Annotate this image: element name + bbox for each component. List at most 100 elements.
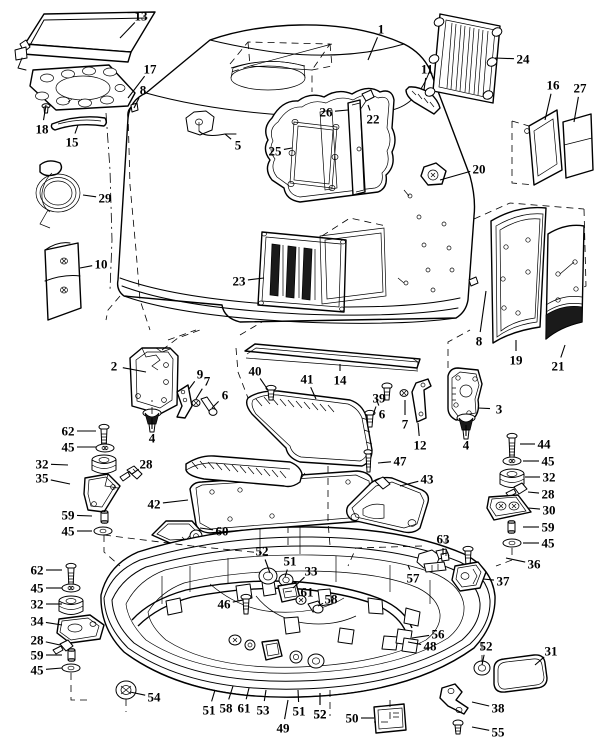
alignment-lines	[70, 111, 513, 723]
callout-8: 8	[475, 333, 483, 349]
callout-40: 40	[248, 363, 262, 379]
part-45-washer-lower2	[61, 663, 81, 673]
part-37-latch-block	[451, 561, 487, 592]
callout-45: 45	[541, 453, 555, 469]
leader-line-55	[471, 726, 490, 731]
leader-line-5	[224, 133, 232, 140]
leader-line-33	[292, 576, 305, 589]
callout-45: 45	[61, 439, 75, 455]
callout-23: 23	[232, 273, 246, 289]
leader-line-59	[76, 514, 93, 517]
callout-57: 57	[406, 570, 420, 586]
callout-59: 59	[61, 507, 75, 523]
leader-line-12	[417, 422, 420, 437]
leader-line-23	[247, 277, 265, 281]
leader-line-9	[188, 380, 196, 390]
leader-line-54	[129, 691, 146, 696]
leader-line-15	[74, 124, 79, 134]
part-32-grommet-lower	[58, 595, 84, 615]
leader-line-7	[195, 388, 203, 400]
part-45-washer-right1	[502, 456, 522, 466]
callout-56: 56	[431, 626, 445, 642]
leader-line-51	[297, 689, 300, 703]
callout-38: 38	[491, 700, 505, 716]
leader-line-61	[245, 687, 250, 700]
callout-17: 17	[143, 61, 157, 77]
leader-line-58	[228, 685, 234, 700]
callout-32: 32	[35, 456, 49, 472]
leader-line-16	[544, 93, 552, 121]
part-59-spacer-right	[507, 520, 516, 534]
part-59-spacer-upper	[100, 510, 109, 524]
callout-61: 61	[237, 700, 251, 716]
part-44-bolt	[506, 432, 518, 461]
leader-line-13	[119, 22, 136, 39]
leader-line-45	[45, 667, 63, 670]
leader-line-38	[471, 701, 490, 707]
leader-line-25	[283, 147, 293, 150]
callout-leader-lines	[42, 22, 579, 731]
callout-25: 25	[268, 143, 282, 159]
callout-52: 52	[313, 706, 327, 722]
part-51-52-bushings-left	[258, 567, 294, 587]
leader-line-42	[162, 499, 189, 504]
part-38-lever	[439, 683, 469, 715]
callout-28: 28	[541, 486, 555, 502]
callout-8: 8	[139, 82, 147, 98]
part-45-washer-upper2	[93, 526, 113, 536]
leader-line-35	[50, 479, 71, 485]
leader-line-3	[477, 407, 491, 410]
callout-13: 13	[134, 8, 148, 24]
part-39-screw	[364, 409, 376, 428]
part-3-mount-plate	[447, 367, 483, 421]
leader-line-22	[367, 104, 371, 111]
leader-line-52	[264, 559, 271, 574]
leader-line-6	[375, 397, 380, 406]
callout-49: 49	[276, 720, 290, 736]
callout-47: 47	[393, 453, 407, 469]
part-12-bracket	[411, 378, 432, 423]
callout-16: 16	[546, 77, 560, 93]
leader-line-21	[560, 344, 566, 358]
leader-line-34	[45, 621, 63, 626]
part-24-baffle-plate	[424, 13, 503, 104]
callout-55: 55	[491, 724, 505, 740]
callout-51: 51	[202, 702, 216, 718]
callout-36: 36	[527, 556, 541, 572]
leader-line-56	[411, 634, 430, 639]
callout-63: 63	[436, 531, 450, 547]
callout-59: 59	[541, 519, 555, 535]
part-47-screw	[363, 449, 373, 473]
leader-line-8	[479, 290, 487, 333]
callout-43: 43	[420, 471, 434, 487]
leader-line-2	[122, 367, 147, 373]
callout-6: 6	[378, 406, 386, 422]
part-43-clip	[374, 476, 391, 490]
callout-45: 45	[541, 535, 555, 551]
leader-line-49	[284, 699, 289, 720]
leader-line-40	[259, 378, 269, 391]
callout-35: 35	[35, 470, 49, 486]
callout-32: 32	[30, 596, 44, 612]
leader-line-57	[407, 564, 411, 570]
part-27-pad	[562, 113, 594, 179]
part-41-lower-seal	[185, 455, 303, 488]
callout-58: 58	[219, 700, 233, 716]
part-45-washer-lower	[61, 583, 81, 593]
leader-line-32	[50, 463, 69, 466]
callout-12: 12	[413, 437, 427, 453]
callout-52: 52	[313, 706, 327, 722]
callout-6: 6	[221, 387, 229, 403]
callout-45: 45	[61, 523, 75, 539]
callout-15: 15	[65, 134, 79, 150]
callout-58: 58	[324, 591, 338, 607]
callout-34: 34	[30, 613, 44, 629]
callout-7: 7	[203, 373, 211, 389]
part-48-56-clips	[395, 628, 419, 654]
callout-21: 21	[551, 358, 565, 374]
part-21-side-pad	[545, 224, 585, 340]
leader-line-46	[232, 599, 244, 603]
part-7-bolt	[191, 399, 201, 407]
part-55-screw	[452, 719, 464, 735]
leader-line-51	[211, 689, 216, 702]
